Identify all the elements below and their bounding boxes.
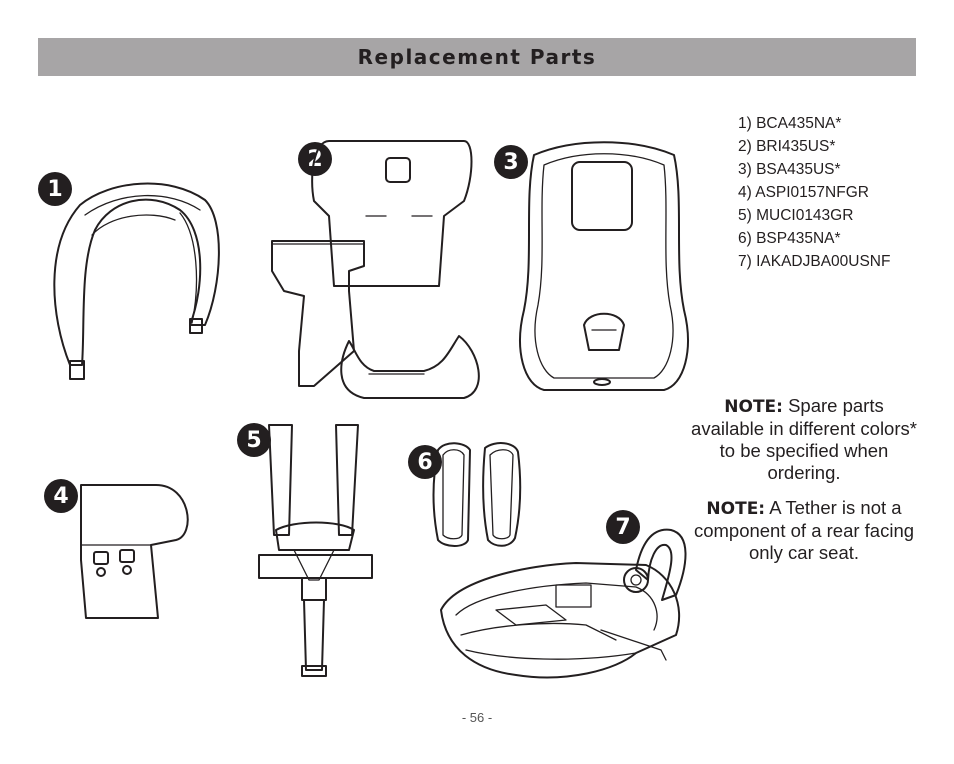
- seat-pad-illustration: [271, 140, 480, 399]
- part-badge-7: 7: [606, 510, 640, 544]
- part-code-6: 6) BSP435NA*: [738, 230, 841, 247]
- harness-illustration: [258, 424, 373, 677]
- side-pads-illustration: [432, 442, 522, 547]
- header-bar: Replacement Parts: [38, 38, 916, 76]
- note-label: NOTE:: [724, 397, 783, 417]
- note-text: Spare parts available in different color…: [691, 395, 917, 483]
- note-spare-parts: NOTE: Spare parts available in different…: [689, 395, 919, 484]
- part-badge-5: 5: [237, 423, 271, 457]
- part-code-7: 7) IAKADJBA00USNF: [738, 253, 891, 270]
- note-label: NOTE:: [706, 499, 766, 519]
- part-code-5: 5) MUCI0143GR: [738, 207, 854, 224]
- note-tether: NOTE: A Tether is not a component of a r…: [689, 497, 919, 564]
- part-badge-1: 1: [38, 172, 72, 206]
- seat-shell-illustration: [519, 141, 689, 391]
- part-code-1: 1) BCA435NA*: [738, 115, 842, 132]
- strap-pad-illustration: [80, 484, 189, 619]
- part-code-2: 2) BRI435US*: [738, 138, 836, 155]
- part-badge-4: 4: [44, 479, 78, 513]
- part-badge-3: 3: [494, 145, 528, 179]
- base-illustration: [440, 528, 687, 679]
- part-code-4: 4) ASPI0157NFGR: [738, 184, 869, 201]
- part-code-3: 3) BSA435US*: [738, 161, 841, 178]
- page-number: - 56 -: [461, 710, 493, 725]
- parts-list: 1) BCA435NA* 2) BRI435US* 3) BSA435US* 4…: [738, 112, 890, 273]
- note-text: A Tether is not a component of a rear fa…: [693, 497, 915, 563]
- canopy-illustration: [53, 182, 220, 380]
- page-title: Replacement Parts: [357, 45, 597, 69]
